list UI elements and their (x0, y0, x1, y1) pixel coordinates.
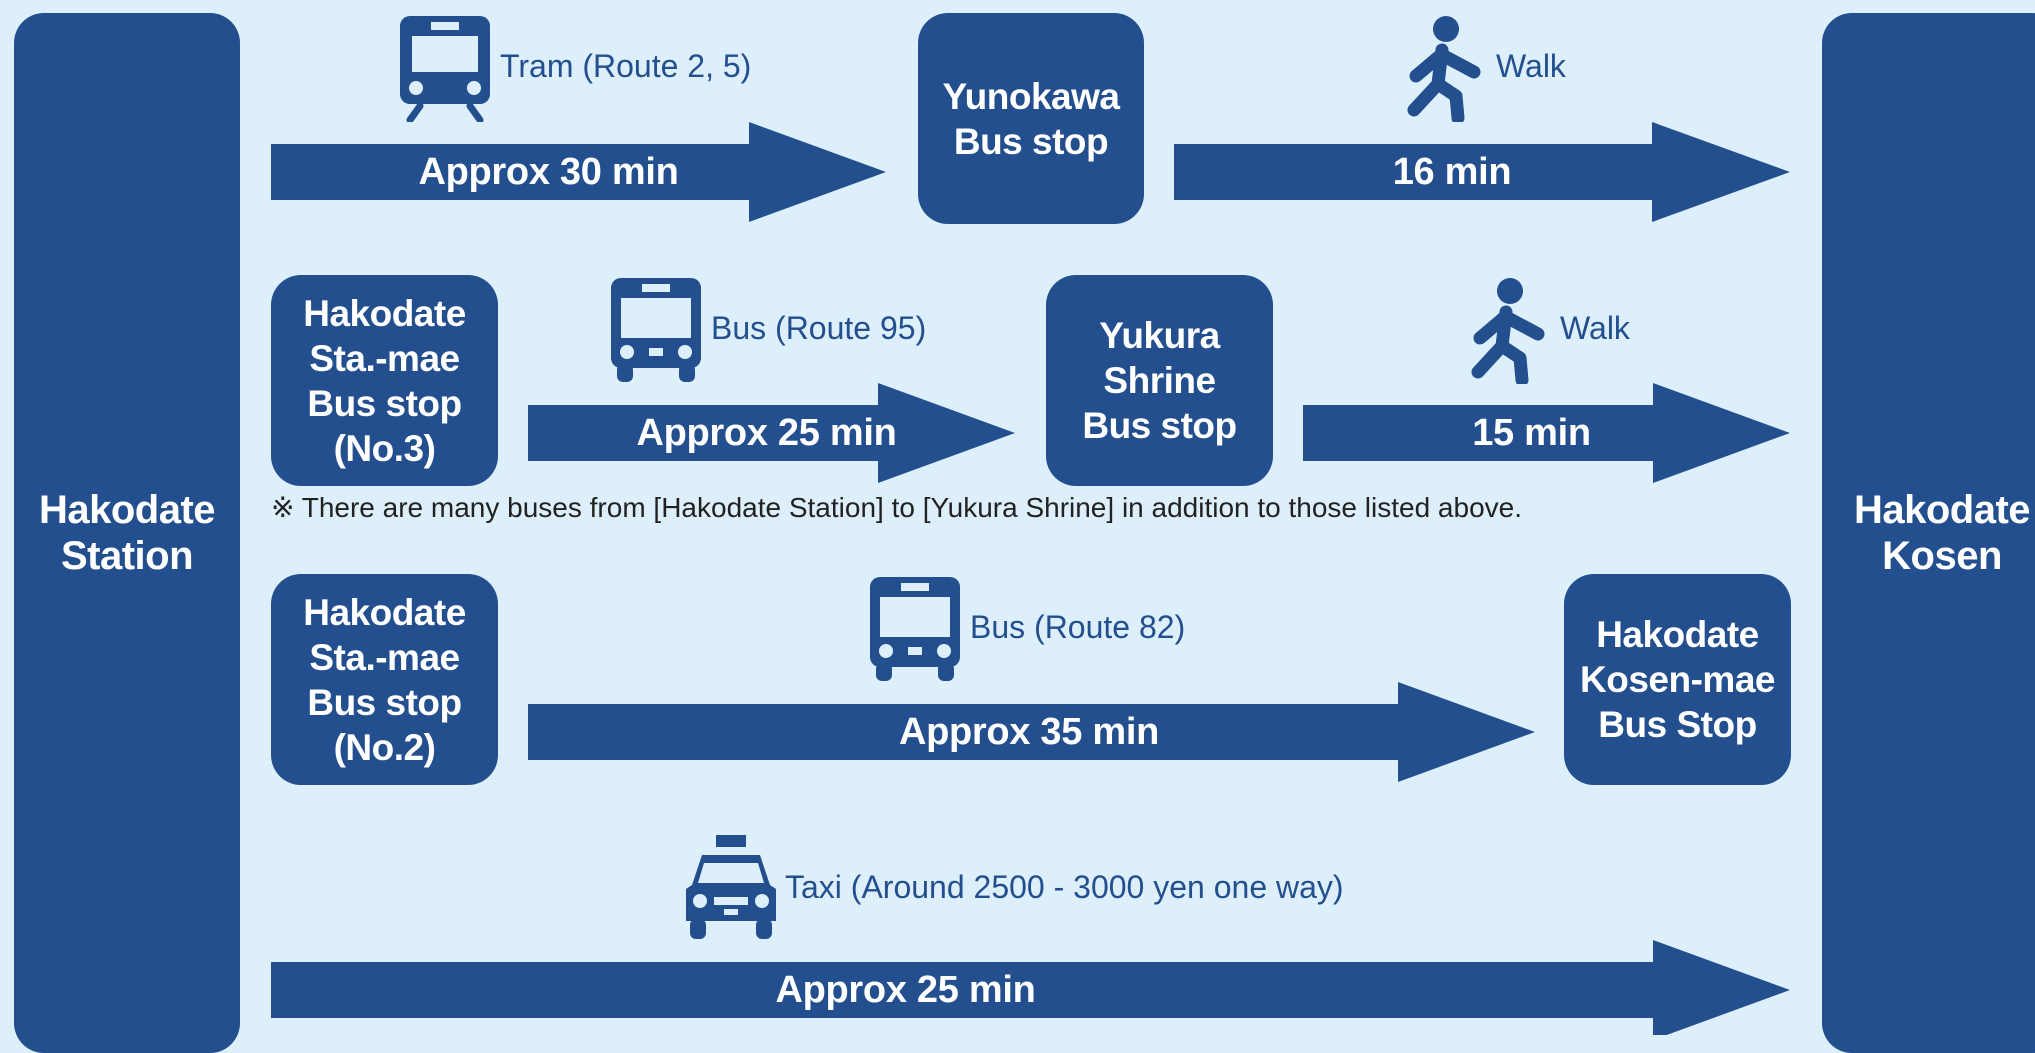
route-2-duration-walk: 15 min (1472, 411, 1591, 454)
stop-hakodate-sta-mae-no3: Hakodate Sta.-mae Bus stop (No.3) (271, 275, 498, 486)
route-2-mode-bus: Bus (Route 95) (711, 310, 927, 346)
origin-hakodate-station: Hakodate Station (14, 13, 240, 1053)
bus-icon (870, 577, 960, 681)
tram-icon (400, 16, 490, 122)
route-3-arrow-bus: Approx 35 min (528, 682, 1535, 782)
stop-yukura-shrine: Yukura Shrine Bus stop (1046, 275, 1273, 486)
stop-hakodate-sta-mae-no2: Hakodate Sta.-mae Bus stop (No.2) (271, 574, 498, 785)
route-2-note: ※ There are many buses from [Hakodate St… (271, 492, 1522, 523)
route-1-duration-walk: 16 min (1392, 150, 1512, 193)
route-4-mode-taxi: Taxi (Around 2500 - 3000 yen one way) (785, 869, 1344, 905)
route-4-duration-taxi: Approx 25 min (775, 968, 1036, 1011)
destination-hakodate-kosen: Hakodate Kosen (1822, 13, 2035, 1053)
bus-icon (611, 278, 701, 382)
route-3-mode-bus: Bus (Route 82) (970, 609, 1186, 645)
route-4-arrow-taxi: Approx 25 min (271, 940, 1790, 1035)
route-1-arrow-walk: 16 min (1174, 122, 1790, 222)
walk-icon (1471, 278, 1545, 384)
taxi-icon (686, 835, 776, 939)
route-3-duration-bus: Approx 35 min (898, 710, 1160, 753)
stop-hakodate-kosen-mae: Hakodate Kosen-mae Bus Stop (1564, 574, 1791, 785)
route-2-arrow-bus: Approx 25 min (528, 383, 1015, 483)
route-1-duration-tram: Approx 30 min (418, 150, 679, 193)
route-1-arrow-tram: Approx 30 min (271, 122, 886, 222)
walk-icon (1407, 16, 1481, 122)
route-1-mode-walk: Walk (1496, 48, 1566, 84)
route-2-arrow-walk: 15 min (1303, 383, 1790, 483)
stop-yunokawa: Yunokawa Bus stop (918, 13, 1144, 224)
route-1-mode-tram: Tram (Route 2, 5) (500, 48, 752, 84)
route-2-duration-bus: Approx 25 min (636, 411, 897, 454)
route-2-mode-walk: Walk (1560, 310, 1630, 346)
